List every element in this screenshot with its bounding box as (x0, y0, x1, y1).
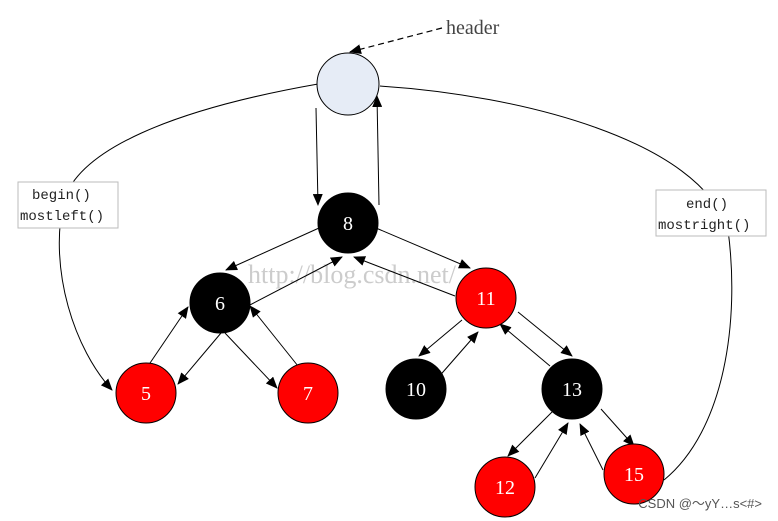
node-15-label: 15 (624, 464, 644, 486)
header-label: header (446, 17, 500, 39)
node-11-circle (455, 267, 517, 329)
edge-13-to-11 (499, 323, 551, 367)
node-15-circle (603, 443, 665, 505)
node-12-label: 12 (495, 477, 515, 499)
node-11: 11 (455, 267, 517, 329)
edge-6-to-7 (224, 332, 278, 389)
watermark-text: http://blog.csdn.net/ (248, 260, 457, 289)
header-to-root-edge (312, 107, 323, 206)
node-12-circle (474, 456, 536, 518)
node-8-circle (317, 192, 379, 254)
node-5: 5 (115, 362, 177, 424)
edge-8-to-6 (225, 227, 320, 271)
header-node (316, 52, 380, 116)
edge-11-to-10 (418, 319, 463, 357)
edge-15-to-13 (579, 423, 604, 471)
edge-13-to-12 (507, 411, 553, 457)
node-5-label: 5 (141, 383, 151, 405)
node-6-circle (189, 272, 251, 334)
node-10: 10 (385, 358, 447, 420)
node-6-label: 6 (215, 293, 225, 315)
node-13: 13 (541, 358, 603, 420)
begin-mostleft-box: begin() mostleft() (17, 181, 119, 229)
csdn-credit: CSDN @～yY…s<#> (638, 496, 762, 511)
node-7: 7 (277, 362, 339, 424)
edge-6-to-5 (177, 332, 222, 385)
node-12: 12 (474, 456, 536, 518)
edge-10-to-11 (435, 331, 479, 381)
end-mostright-box: end() mostright() (655, 189, 767, 237)
edge-13-to-15 (600, 408, 635, 447)
mostright-label: mostright() (658, 218, 750, 234)
end-label: end() (686, 197, 728, 213)
root-to-header-edge (372, 95, 383, 206)
node-5-circle (115, 362, 177, 424)
node-8: 8 (317, 192, 379, 254)
node-15: 15 (603, 443, 665, 505)
edge-7-to-6 (249, 305, 299, 367)
node-13-label: 13 (562, 379, 582, 401)
edge-6-to-8 (247, 256, 343, 307)
header-to-leftmost-curve (58, 83, 319, 391)
node-10-label: 10 (406, 379, 426, 401)
node-11-label: 11 (476, 288, 495, 310)
node-7-label: 7 (303, 383, 313, 405)
node-13-circle (541, 358, 603, 420)
mostleft-label: mostleft() (20, 209, 104, 225)
edge-12-to-13 (534, 422, 569, 479)
edge-5-to-6 (147, 306, 189, 367)
edge-8-to-11 (375, 227, 471, 269)
header-node-circle (316, 52, 380, 116)
edge-11-to-8 (353, 256, 456, 297)
begin-label: begin() (32, 188, 91, 204)
header-pointer-arrow (349, 27, 443, 55)
node-7-circle (277, 362, 339, 424)
node-10-circle (385, 358, 447, 420)
edge-11-to-13 (517, 311, 573, 357)
node-8-label: 8 (343, 213, 353, 235)
node-6: 6 (189, 272, 251, 334)
